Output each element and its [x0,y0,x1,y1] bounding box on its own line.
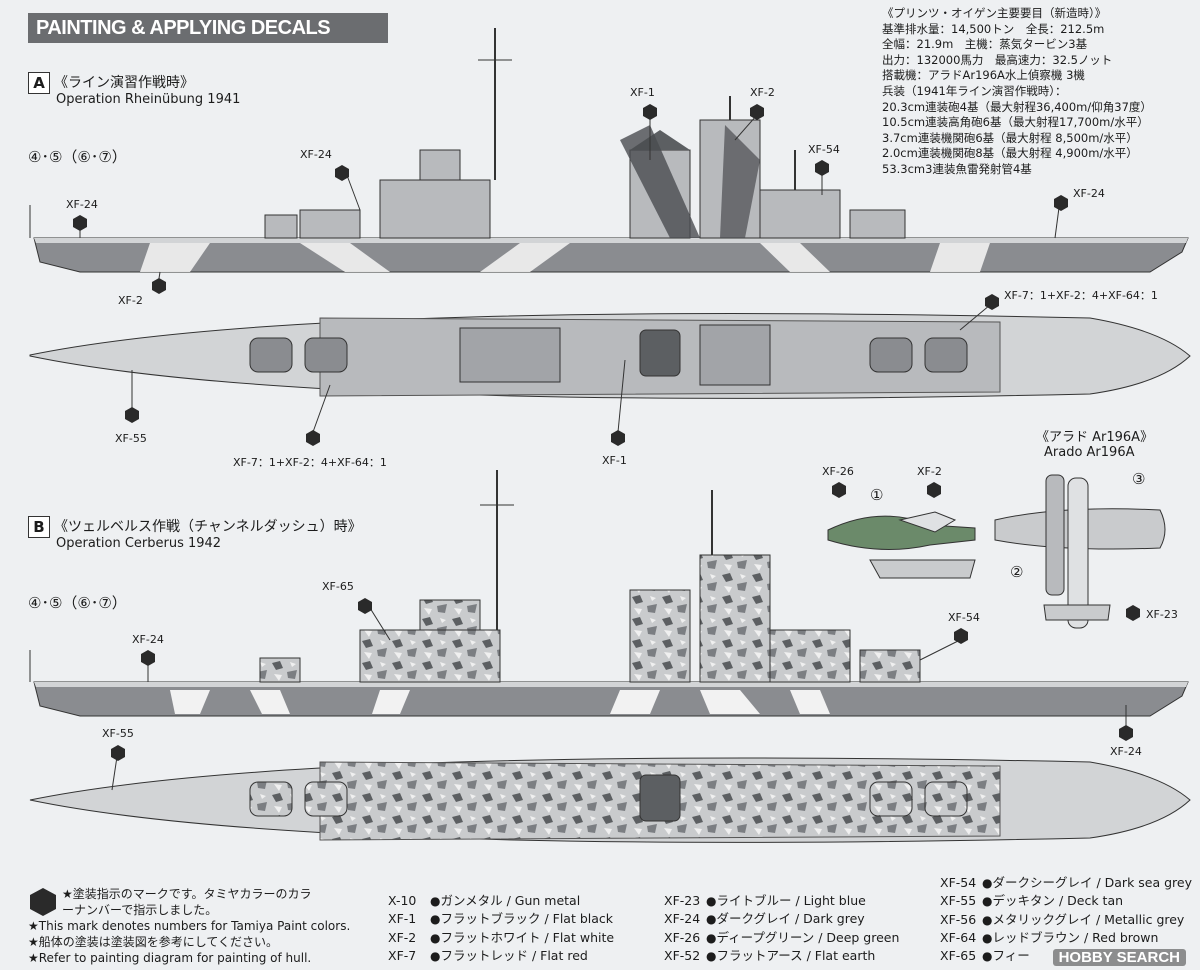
callout-a-deck-mix-left: XF-7：1+XF-2：4+XF-64：1 [233,456,387,469]
ship-a-side-profile [29,28,1189,273]
color-entry: XF-55●デッキタン / Deck tan [940,893,1124,909]
arado-title-jp: 《アラド Ar196A》 [1036,430,1154,445]
callout-a-xf24-bridge: XF-24 [300,148,332,161]
section-a-title-jp: 《ライン演習作戦時》 [54,75,194,91]
paint-marker-icon [750,104,764,120]
paint-marker-icon [141,650,155,666]
color-legend-column-1: X-10●ガンメタル / Gun metal XF-1●フラットブラック / F… [388,892,658,965]
color-entry: XF-56●メタリックグレイ / Metallic grey [940,911,1185,927]
arado-top-view [994,474,1166,629]
paint-marker-icon [927,482,941,498]
paint-marker-icon [125,407,139,423]
legend-note-line1: ★塗装指示のマークです。タミヤカラーのカラ [62,887,312,901]
callout-a-xf2-hull: XF-2 [118,294,143,307]
spec-line: 搭載機：アラドAr196A水上偵察機 3機 [882,68,1085,83]
spec-line: 2.0cm連装機関砲8基（最大射程 4,900m/水平） [882,146,1138,161]
ship-b-side-profile [29,470,1189,717]
legend-note-line3: ★This mark denotes numbers for Tamiya Pa… [28,919,351,933]
color-entry: XF-65●フィー [940,948,1030,964]
section-a-flag-decals: ④･⑤（⑥･⑦） [28,148,127,166]
color-legend-column-2: XF-23●ライトブルー / Light blue XF-24●ダークグレイ /… [664,892,934,965]
paint-marker-icon [111,745,125,761]
color-legend-column-3: XF-54●ダークシーグレイ / Dark sea grey XF-55●デッキ… [940,874,1193,965]
page-title: PAINTING & APPLYING DECALS [28,13,388,43]
legend-note-line4: ★船体の塗装は塗装図を参考にしてください。 [28,935,279,949]
color-entry: XF-52●フラットアース / Flat earth [664,947,876,963]
callout-b-xf24-stern: XF-24 [132,633,164,646]
spec-line: 10.5cm連装高角砲6基（最大射程17,700m/水平） [882,115,1149,130]
paint-marker-icon [954,628,968,644]
paint-marker-icon [1119,725,1133,741]
color-entry: XF-23●ライトブルー / Light blue [664,893,866,908]
callout-a-xf55: XF-55 [115,432,147,445]
ship-b-top-view [29,757,1191,843]
paint-marker-legend-icon [30,888,56,916]
paint-marker-icon [985,294,999,310]
color-entry: XF-2●フラットホワイト / Flat white [388,929,615,945]
callout-b-xf55: XF-55 [102,727,134,740]
ship-a-top-view [29,313,1191,399]
paint-marker-icon [306,430,320,446]
ship-specifications: 《プリンツ・オイゲン主要要目（新造時）》 基準排水量：14,500トン 全長：2… [882,6,1178,178]
paint-marker-icon [152,278,166,294]
color-entry: XF-1●フラットブラック / Flat black [388,911,614,927]
decal-number-2: ② [1010,563,1024,581]
paint-marker-icon [611,430,625,446]
section-a-letter: A [28,72,50,94]
legend-note-line2: ーナンバーで指示しました。 [62,903,218,917]
callout-b-xf65: XF-65 [322,580,354,593]
color-entry: XF-64●レッドブラウン / Red brown [940,929,1159,945]
spec-line: 53.3cm3連装魚雷発射管4基 [882,161,1032,176]
spec-line: 基準排水量：14,500トン 全長：212.5m [882,21,1105,36]
color-entry: XF-7●フラットレッド / Flat red [388,947,588,963]
callout-a-xf2-top: XF-2 [750,86,775,99]
spec-title: 《プリンツ・オイゲン主要要目（新造時）》 [882,6,1107,20]
arado-title-en: Arado Ar196A [1044,445,1135,460]
arado-side-view [827,511,976,579]
paint-marker-icon [643,104,657,120]
spec-line: 出力：132000馬力 最高速力：32.5ノット [882,52,1113,67]
paint-marker-icon [1054,195,1068,211]
callout-a-xf54: XF-54 [808,143,840,156]
section-b-title-en: Operation Cerberus 1942 [56,536,222,551]
callout-arado-xf26: XF-26 [822,465,854,478]
legend-note-line5: ★Refer to painting diagram for painting … [28,951,312,965]
section-b-title-jp: 《ツェルベルス作戦（チャンネルダッシュ）時》 [54,519,362,535]
callout-a-deck-mix-right: XF-7：1+XF-2：4+XF-64：1 [1004,289,1158,302]
color-entry: XF-54●ダークシーグレイ / Dark sea grey [940,875,1193,890]
spec-line: 全幅：21.9m 主機：蒸気タービン3基 [882,37,1088,52]
paint-marker-icon [358,598,372,614]
callout-a-xf1-top: XF-1 [630,86,655,99]
decal-number-1: ① [870,486,884,504]
callout-arado-xf23: XF-23 [1146,608,1178,621]
paint-marker-icon [832,482,846,498]
spec-line: 3.7cm連装機関砲6基（最大射程 8,500m/水平） [882,130,1138,145]
spec-line: 兵装（1941年ライン演習作戦時）： [882,83,1067,98]
callout-a-xf24-bow: XF-24 [1073,187,1105,200]
callout-a-xf1-bottom: XF-1 [602,454,627,467]
callout-arado-xf2: XF-2 [917,465,942,478]
callout-a-xf24-stern: XF-24 [66,198,98,211]
color-entry: XF-24●ダークグレイ / Dark grey [664,911,865,927]
paint-marker-icon [815,160,829,176]
section-b-flag-decals: ④･⑤（⑥･⑦） [28,594,127,612]
paint-marker-icon [1126,605,1140,621]
section-a-title-en: Operation Rheinübung 1941 [56,92,241,107]
section-b-letter: B [28,516,50,538]
paint-marker-icon [73,215,87,231]
decal-number-3: ③ [1132,470,1146,488]
callout-b-xf24-bow: XF-24 [1110,745,1142,758]
spec-line: 20.3cm連装砲4基（最大射程36,400m/仰角37度） [882,99,1152,114]
callout-b-xf54: XF-54 [948,611,980,624]
paint-marker-icon [335,165,349,181]
watermark: HOBBY SEARCH [1052,949,1186,966]
color-entry: XF-26●ディープグリーン / Deep green [664,929,900,945]
color-entry: X-10●ガンメタル / Gun metal [388,893,581,908]
